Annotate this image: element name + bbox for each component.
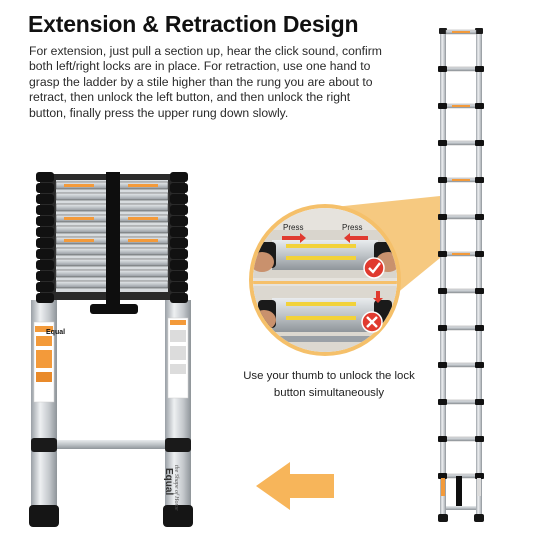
carry-strap: [106, 172, 120, 306]
stile-brand-text: Equal: [46, 329, 65, 336]
warning-label-left: [35, 326, 53, 332]
stile-tagline: the Shape of Home: [173, 465, 180, 511]
stile-logo: Equal: [163, 468, 174, 495]
press-arrow-right-icon: [344, 233, 368, 243]
tall-left-stile: [440, 30, 446, 520]
tall-right-stile: [476, 30, 482, 520]
check-icon: [363, 257, 385, 279]
collapsed-ladder: Equal Equal the Shape of Home: [29, 172, 193, 527]
press-arrow-left-icon: [282, 233, 306, 243]
press-label-left: Press: [283, 223, 303, 232]
arrow-left-icon: [256, 462, 334, 510]
press-down-arrow-icon: [373, 291, 383, 303]
extended-ladder: [438, 28, 484, 522]
left-foot: [29, 505, 59, 527]
page-title: Extension & Retraction Design: [28, 11, 359, 37]
instructions-text: For extension, just pull a section up, h…: [29, 44, 382, 120]
warning-label-right: [170, 320, 186, 325]
cross-icon: [361, 311, 383, 333]
tall-rungs: [438, 29, 484, 522]
lock-detail-callout: Press Press: [249, 196, 440, 356]
callout-caption: Use your thumb to unlock the lock button…: [243, 370, 415, 399]
press-label-right: Press: [342, 223, 362, 232]
stacked-rungs: [36, 172, 188, 314]
right-foot: [163, 505, 193, 527]
bottom-rung: [57, 440, 165, 449]
